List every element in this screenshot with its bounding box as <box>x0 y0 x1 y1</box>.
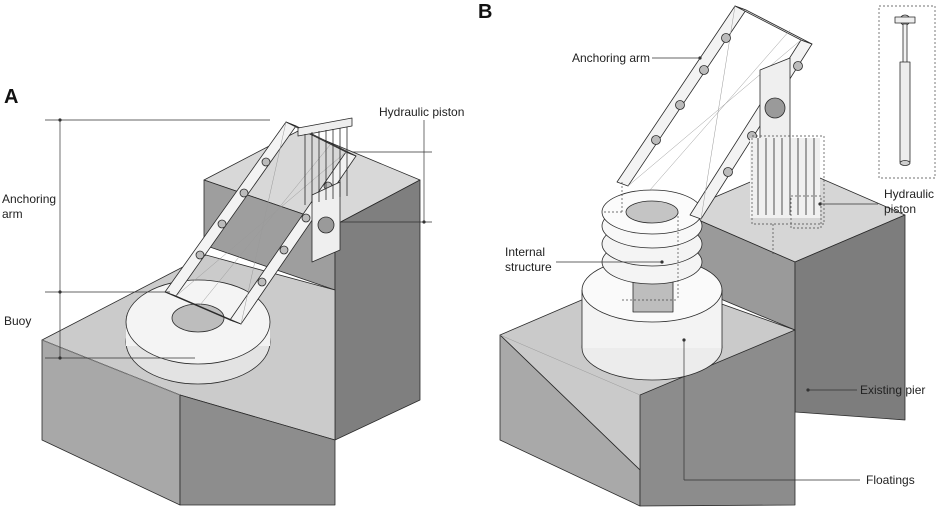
leader-lines-a <box>45 118 432 360</box>
label-internal-structure-b-line2: structure <box>505 260 552 274</box>
label-hydraulic-piston-b-line2: piston <box>884 202 916 216</box>
panel-a: A <box>2 86 464 506</box>
label-anchoring-arm-a-line1: Anchoring <box>2 192 56 206</box>
callout-boxes-b <box>604 135 825 301</box>
label-anchoring-arm-a-line2: arm <box>2 207 23 221</box>
leader-lines-b <box>556 56 878 481</box>
anchoring-arm-b <box>616 5 813 220</box>
label-buoy-a: Buoy <box>4 314 31 328</box>
label-hydraulic-piston-a: Hydraulic piston <box>379 105 464 119</box>
label-floatings-b: Floatings <box>866 473 915 487</box>
panel-b: B <box>478 1 936 507</box>
label-anchoring-arm-b: Anchoring arm <box>572 51 650 65</box>
piston-detail-inset <box>878 5 936 179</box>
label-internal-structure-b-line1: Internal <box>505 245 545 259</box>
buoy-a <box>125 279 271 385</box>
panel-a-letter: A <box>4 86 18 108</box>
label-hydraulic-piston-b-line1: Hydraulic <box>884 187 934 201</box>
label-existing-pier-b: Existing pier <box>860 383 925 397</box>
hydraulic-piston-b <box>750 138 820 218</box>
hydraulic-piston-a <box>297 117 353 205</box>
panel-b-letter: B <box>478 1 492 23</box>
